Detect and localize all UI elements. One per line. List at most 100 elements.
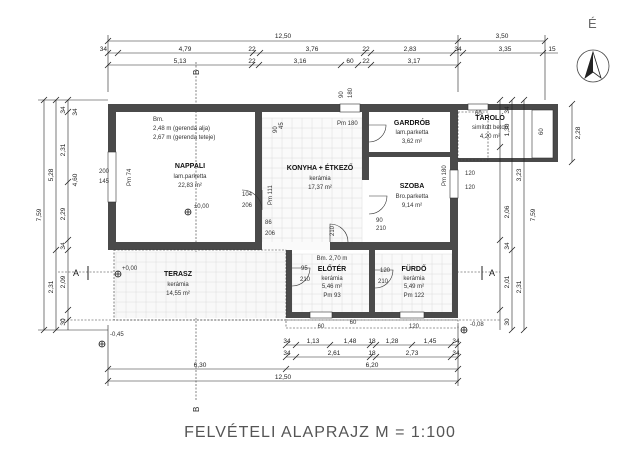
dim-bottom-r1-2: 1,48	[344, 338, 357, 345]
dim-left-mid-1: 2,31	[48, 280, 55, 293]
note-12: 210	[330, 225, 336, 236]
room-nappali: Bm. 2,48 m (gerenda alja) 2,67 m (gerend…	[153, 117, 215, 189]
note-27: 60	[350, 320, 357, 326]
note-15: 60	[475, 111, 482, 117]
note-24: 120	[409, 324, 420, 330]
dim-bottom-r2-0: 34	[283, 350, 291, 357]
terasz-area: 14,55 m²	[166, 291, 190, 297]
dim-top-r2-1: 4,79	[179, 46, 192, 53]
dim-top-r2-2: 22	[248, 46, 256, 53]
dim-bottom-r3-1: 6,20	[366, 362, 379, 369]
room-tarolo: TÁROLÓ simított beton 4,20 m²	[472, 113, 508, 140]
note-5: Pm 111	[268, 185, 274, 205]
north-arrow: É	[576, 16, 610, 83]
dim-left-inner-7: 34	[72, 108, 79, 116]
dim-top-r2-3: 3,76	[306, 46, 319, 53]
section-line-b: B B	[192, 62, 201, 412]
note-17: 45	[279, 122, 285, 129]
note-1: 145	[99, 179, 110, 185]
note-9: 90	[339, 91, 345, 98]
eloter-extra: Pm 93	[323, 293, 341, 299]
eloter-floor: kerámia	[321, 276, 343, 282]
note-16: 60	[539, 128, 545, 135]
dim-right-inner-1: 2,01	[504, 275, 511, 288]
note-6: 86	[265, 220, 272, 226]
room-gardrob: GARDRÓB lam.parketta 3,62 m²	[394, 118, 430, 145]
level-floor: ±0,00	[194, 204, 210, 210]
level-markers: ±0,00 +0,00 -0,45 -0,08	[98, 204, 484, 348]
note-4: 206	[242, 203, 253, 209]
dim-top-r2-5: 2,83	[404, 46, 417, 53]
note-0: 200	[99, 169, 110, 175]
furdo-name: FÜRDŐ	[402, 264, 427, 273]
opening-notes: 200 145 Pm 74 104 206 Pm 111 86 206 Pm 1…	[99, 87, 545, 330]
dim-bottom-r1-1: 1,13	[307, 338, 320, 345]
room-terasz: TERASZ kerámia 14,55 m²	[164, 271, 193, 297]
gardrob-floor: lam.parketta	[395, 130, 429, 136]
eloter-name: ELŐTÉR	[318, 264, 346, 273]
note-2: Pm 74	[127, 168, 133, 186]
dim-top-storage: 3,50	[496, 33, 509, 40]
section-b-top-label: B	[192, 70, 201, 75]
section-a-right-label: A	[489, 268, 495, 278]
dim-bottom-r3-0: 6,30	[194, 362, 207, 369]
furdo-area: 5,49 m²	[404, 284, 424, 290]
dim-top-r3-5: 3,17	[408, 58, 421, 65]
dim-top-r2-4: 22	[362, 46, 370, 53]
room-furdo: FÜRDŐ kerámia 5,49 m² Pm 122	[402, 264, 427, 299]
dim-left-inner-0: 2,31	[60, 143, 67, 156]
note-25: 60	[318, 324, 325, 330]
dim-right-outer: 7,59	[530, 208, 537, 221]
note-11: 90	[273, 126, 279, 133]
dim-top-r2-6: 34	[454, 46, 462, 53]
dim-top-r3-3: 60	[346, 58, 354, 65]
terasz-name: TERASZ	[164, 271, 193, 278]
note-8: Pm 180	[337, 121, 358, 127]
plan-caption: FELVÉTELI ALAPRAJZ M = 1:100	[184, 424, 456, 441]
dim-right-inner-0: 2,06	[504, 205, 511, 218]
dim-top-r3-0: 5,13	[174, 58, 187, 65]
dim-left-inner-5: 34	[60, 106, 67, 114]
dim-left-inner-2: 2,29	[60, 207, 67, 220]
gardrob-area: 3,62 m²	[402, 139, 422, 145]
szoba-area: 9,14 m²	[402, 203, 422, 209]
room-konyha: KONYHA + ÉTKEZŐ kerámia 17,37 m²	[287, 163, 354, 191]
dim-top-total: 12,50	[275, 33, 292, 40]
dim-right-mid-0: 3,23	[516, 168, 523, 181]
note-21: Pm 180	[442, 165, 448, 186]
nappali-note-label: Bm.	[153, 117, 164, 123]
note-26: 210	[300, 277, 311, 283]
dim-left-inner-3: 2,09	[60, 275, 67, 288]
note-3: 104	[242, 192, 253, 198]
room-eloter: Bm. 2,70 m ELŐTÉR kerámia 5,46 m² Pm 93	[317, 256, 348, 299]
tarolo-name: TÁROLÓ	[475, 113, 505, 122]
level-terrace: +0,00	[122, 266, 138, 272]
dim-top-r3-1: 22	[248, 58, 256, 65]
gardrob-name: GARDRÓB	[394, 118, 430, 127]
dim-bottom-r2-1: 2,61	[328, 350, 341, 357]
nappali-note2: 2,67 m (gerenda teteje)	[153, 135, 215, 141]
bottom-dimensions: 34 1,13 1,48 18 1,28 1,45 34 34 2,61 18 …	[104, 325, 462, 386]
left-dimensions: 7,59 5,28 2,31 2,31 4,60 2,29 2,09 30 34…	[36, 96, 108, 334]
dim-right-inner-2: 30	[504, 318, 511, 326]
right-dimensions: 7,59 3,23 2,31 2,06 2,01 30 34 1,30 34 2…	[496, 96, 582, 334]
dim-bottom-r1-4: 1,28	[386, 338, 399, 345]
section-b-bottom-label: B	[192, 407, 201, 412]
dim-right-mid-1: 2,31	[516, 280, 523, 293]
dim-bottom-total: 12,50	[275, 374, 292, 381]
top-dimensions: 12,50 3,50 34 4,79 22 3,76 22 2,83 34 3,…	[100, 33, 558, 100]
dim-right-inner-3: 34	[504, 106, 511, 114]
level-ext2: -0,08	[470, 322, 484, 328]
dim-top-r2-8: 15	[548, 46, 556, 53]
note-10: 180	[348, 87, 354, 98]
dim-top-r3-4: 22	[362, 58, 370, 65]
dim-right-inner-5: 34	[504, 242, 511, 250]
walls	[107, 103, 558, 319]
note-22: 120	[380, 268, 391, 274]
eloter-bm: Bm. 2,70 m	[317, 256, 348, 262]
note-19: 120	[465, 171, 476, 177]
konyha-area: 17,37 m²	[308, 185, 332, 191]
note-18: 95	[301, 266, 308, 272]
nappali-note1: 2,48 m (gerenda alja)	[153, 126, 210, 132]
